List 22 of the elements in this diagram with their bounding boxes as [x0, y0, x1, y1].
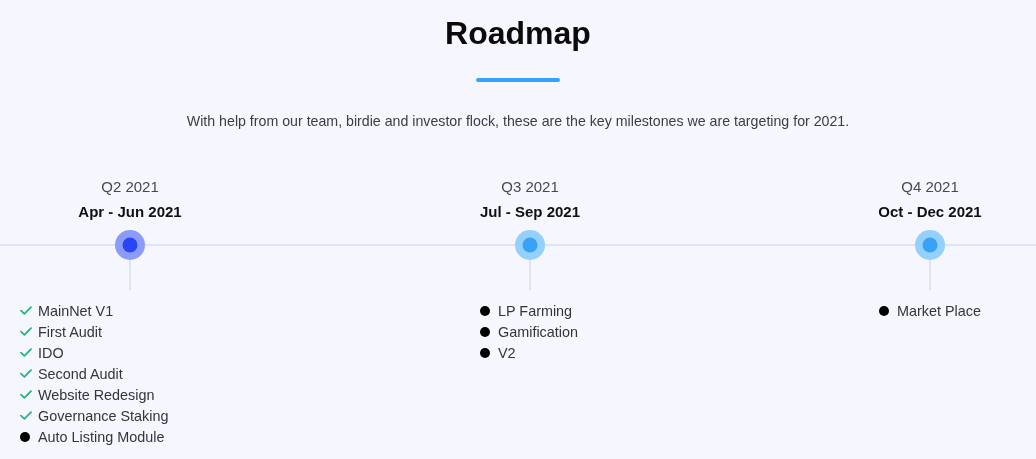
milestone-text: Website Redesign — [38, 385, 155, 404]
milestone-text: LP Farming — [498, 301, 573, 320]
milestone-text: MainNet V1 — [38, 301, 114, 320]
milestone-dot-icon — [115, 230, 145, 260]
quarter-label: Q2 2021 — [101, 177, 159, 197]
milestone-text: Governance Staking — [38, 406, 169, 425]
date-range: Jul - Sep 2021 — [479, 202, 581, 222]
milestone-dot-icon — [515, 230, 545, 260]
milestone-text: V2 — [498, 343, 516, 362]
date-range: Oct - Dec 2021 — [878, 202, 982, 222]
milestone-text: IDO — [38, 343, 64, 362]
quarter-label: Q3 2021 — [501, 177, 559, 197]
milestone-text: Gamification — [498, 322, 578, 341]
milestone-text: Auto Listing Module — [38, 427, 165, 446]
milestone-dot-icon — [915, 230, 945, 260]
intro-text: With help from our team, birdie and investor flock, these are the key milestones we are targeting for 2021. — [186, 112, 850, 130]
milestone-text: First Audit — [38, 322, 102, 341]
milestone-text: Second Audit — [38, 364, 123, 383]
quarter-label: Q4 2021 — [901, 177, 959, 197]
date-range: Apr - Jun 2021 — [78, 202, 182, 222]
page-title: Roadmap — [445, 14, 591, 53]
milestone-text: Market Place — [897, 301, 981, 320]
